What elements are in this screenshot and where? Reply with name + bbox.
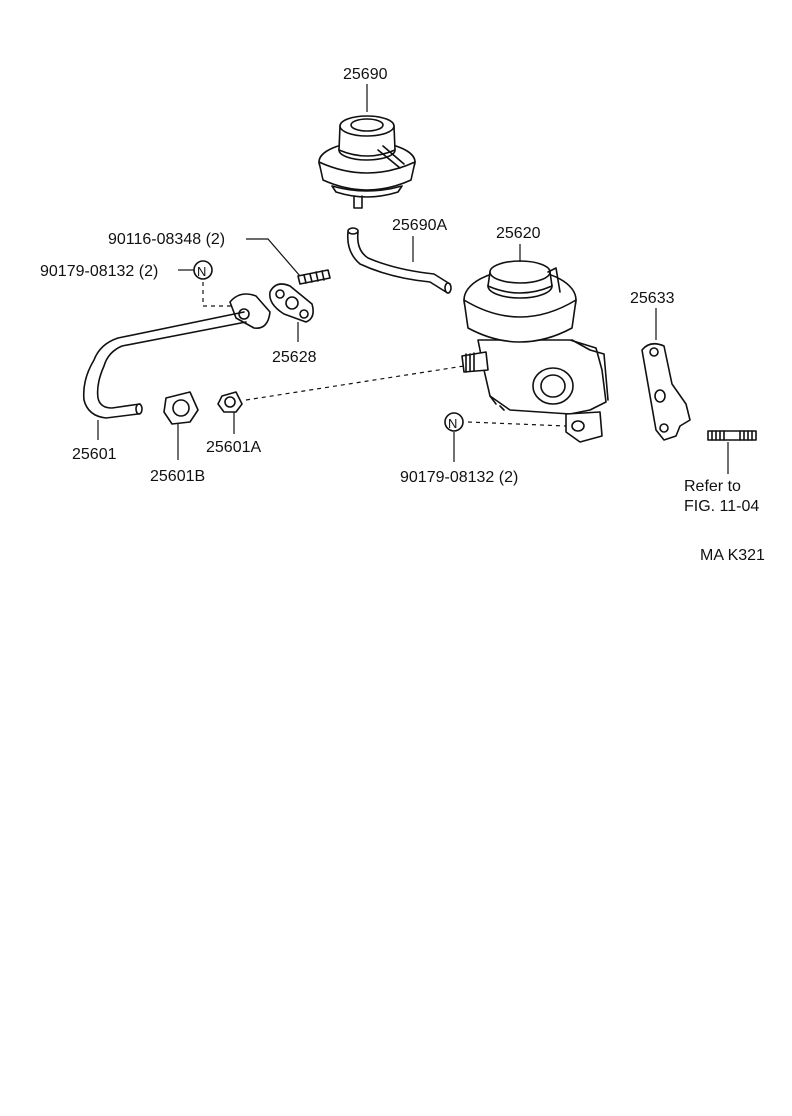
union-nut-part	[163, 391, 199, 425]
nut-symbol-top-text: N	[197, 264, 206, 279]
bracket-part	[641, 342, 691, 441]
vacuum-modulator-part	[318, 115, 416, 209]
dash-line-nut-bottom	[467, 421, 567, 427]
label-90179-bottom: 90179-08132 (2)	[400, 469, 518, 486]
gasket-part	[268, 283, 314, 323]
label-25633: 25633	[630, 290, 675, 307]
label-25601: 25601	[72, 446, 117, 463]
label-25620: 25620	[496, 225, 541, 242]
diagram-code: MA K321	[700, 547, 765, 564]
nut-symbol-bottom-text: N	[448, 416, 457, 431]
dash-line-pipe-to-valve	[245, 365, 465, 401]
label-90179-top: 90179-08132 (2)	[40, 263, 158, 280]
ring-part	[217, 391, 243, 413]
nut-symbol-top: N	[193, 260, 213, 280]
label-25690A: 25690A	[392, 217, 447, 234]
label-25601A: 25601A	[206, 439, 261, 456]
egr-pipe-part	[82, 293, 271, 419]
refer-text-line2: FIG. 11-04	[684, 498, 759, 515]
stud-bolt-part	[297, 269, 331, 285]
nut-symbol-bottom: N	[444, 412, 464, 432]
leader-90116	[246, 238, 301, 277]
label-25601B: 25601B	[150, 468, 205, 485]
vacuum-hose-part	[346, 227, 452, 294]
dash-line-nut-top	[202, 282, 232, 307]
stud-part	[707, 430, 757, 441]
egr-valve-part	[461, 260, 609, 443]
label-25690: 25690	[343, 66, 388, 83]
label-90116: 90116-08348 (2)	[108, 231, 225, 248]
label-25628: 25628	[272, 349, 317, 366]
refer-text-line1: Refer to	[684, 478, 741, 495]
